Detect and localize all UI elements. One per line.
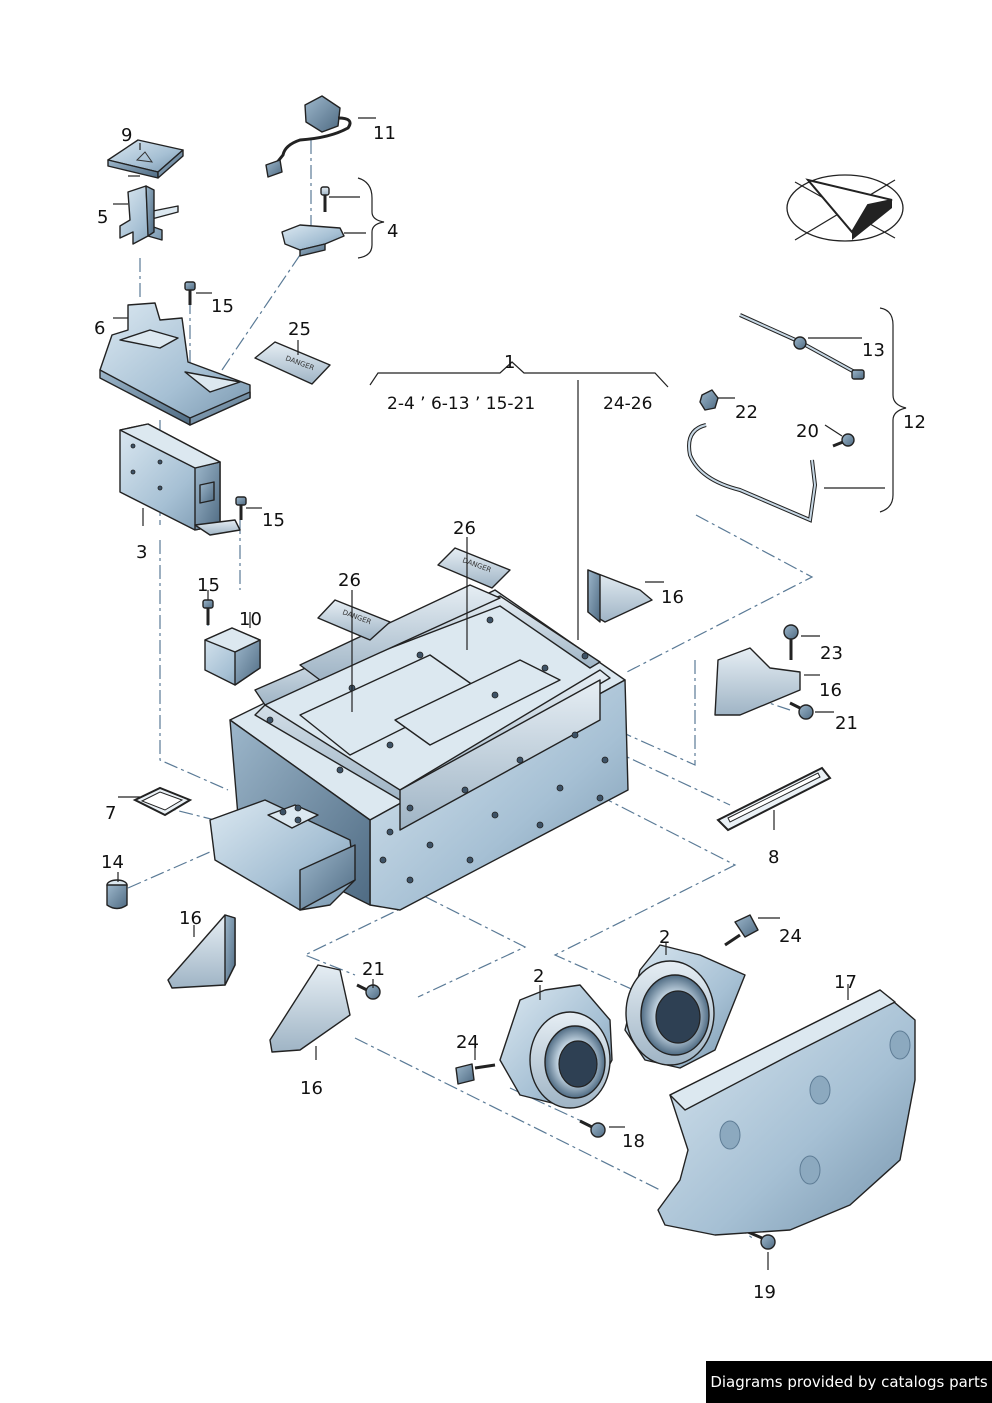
screw-21-right <box>789 701 814 720</box>
label-2-right: 2 <box>659 927 670 948</box>
label-14: 14 <box>101 852 124 873</box>
label-16-right: 16 <box>819 680 842 701</box>
screw-18 <box>579 1119 606 1138</box>
label-22: 22 <box>735 402 758 423</box>
part-5-bracket <box>119 185 179 245</box>
label-15-middle: 15 <box>262 510 285 531</box>
label-12: 12 <box>903 412 926 433</box>
part-labels: 1 2 2 3 4 5 6 7 8 9 10 11 12 13 14 15 15… <box>94 123 926 1303</box>
label-15-lower: 15 <box>197 575 220 596</box>
screw-15-top <box>184 281 196 305</box>
part-11-harness <box>265 95 352 178</box>
part-2-fan-right <box>624 914 759 1069</box>
nut-22 <box>699 389 719 411</box>
part-4-clip <box>281 186 345 257</box>
screw-15-lower <box>202 599 214 625</box>
label-3: 3 <box>136 542 147 563</box>
label-6: 6 <box>94 318 105 339</box>
label-11: 11 <box>373 123 396 144</box>
footer-credit: Diagrams provided by catalogs parts <box>706 1361 992 1403</box>
label-18: 18 <box>622 1131 645 1152</box>
label-21-right: 21 <box>835 713 858 734</box>
label-2-left: 2 <box>533 966 544 987</box>
orientation-arrow-icon <box>786 174 904 242</box>
label-26-left: 26 <box>338 570 361 591</box>
label-19: 19 <box>753 1282 776 1303</box>
screw-23 <box>783 624 799 660</box>
group-label-left: 2-4 ’ 6-13 ’ 15-21 <box>387 394 535 414</box>
label-21-lower: 21 <box>362 959 385 980</box>
label-1: 1 <box>504 352 515 373</box>
part-14-plug <box>106 879 128 910</box>
label-7: 7 <box>105 803 116 824</box>
label-8: 8 <box>768 847 779 868</box>
part-6-housing <box>99 302 251 426</box>
label-10: 10 <box>239 609 262 630</box>
label-20: 20 <box>796 421 819 442</box>
part-16-bracket-left-lower <box>167 914 236 989</box>
group-label-right: 24-26 <box>603 394 652 414</box>
group-bracket-1 <box>369 361 669 640</box>
label-24-right: 24 <box>779 926 802 947</box>
label-25: 25 <box>288 319 311 340</box>
group-bracket-4 <box>357 177 385 259</box>
part-7-gasket <box>132 786 193 817</box>
label-5: 5 <box>97 207 108 228</box>
part-26-warning-label-right: DANGER <box>437 547 511 589</box>
part-8-seal <box>716 766 832 832</box>
part-12-cable <box>687 423 818 523</box>
label-24-left: 24 <box>456 1032 479 1053</box>
part-17-cover <box>657 989 916 1236</box>
part-16-bracket-top-right <box>587 569 653 623</box>
screw-15-middle <box>235 496 247 520</box>
label-15-top: 15 <box>211 296 234 317</box>
screw-20 <box>832 433 855 448</box>
part-25-warning-label: DANGER <box>254 341 331 385</box>
screw-19 <box>747 1230 776 1250</box>
label-16-top-right: 16 <box>661 587 684 608</box>
part-2-fan-left <box>455 984 613 1109</box>
part-16-bracket-right <box>714 647 801 716</box>
label-26-right: 26 <box>453 518 476 539</box>
label-9: 9 <box>121 125 132 146</box>
part-9-cover <box>107 139 184 179</box>
part-26-warning-label-left: DANGER <box>317 599 391 641</box>
label-23: 23 <box>820 643 843 664</box>
screw-21-lower <box>356 983 381 1000</box>
label-13: 13 <box>862 340 885 361</box>
part-10-relay <box>204 627 261 686</box>
leader-lines <box>113 117 885 1270</box>
label-16-center-lower: 16 <box>300 1078 323 1099</box>
label-4: 4 <box>387 221 398 242</box>
part-13-cable-tie <box>739 313 865 380</box>
part-1-battery-housing <box>209 584 629 911</box>
group-bracket-12 <box>879 307 907 513</box>
part-16-bracket-center-lower <box>269 964 351 1053</box>
part-3-control-unit <box>119 423 241 536</box>
label-17: 17 <box>834 972 857 993</box>
label-16-left-lower: 16 <box>179 908 202 929</box>
